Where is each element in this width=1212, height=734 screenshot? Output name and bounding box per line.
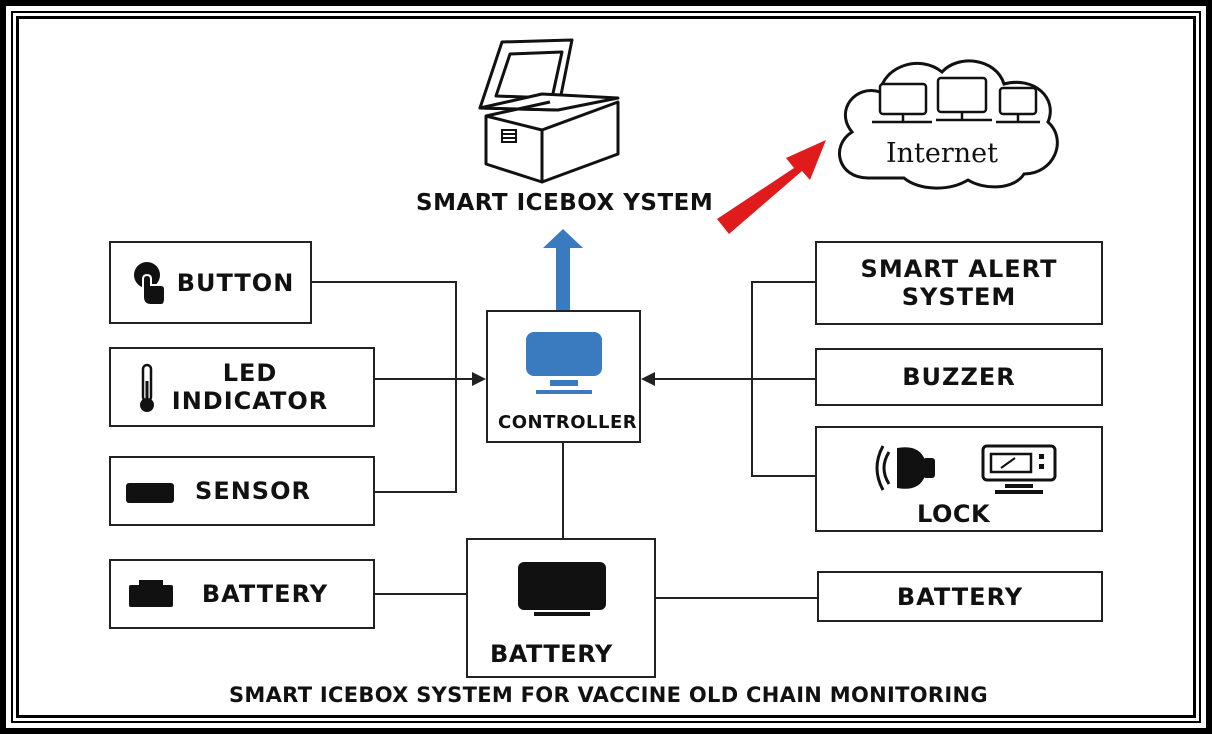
icebox-icon [478,38,620,184]
buzzer-label: BUZZER [902,363,1016,391]
button-icon [134,262,166,306]
led-arrowhead [472,372,486,386]
smart-alert-box: SMART ALERT SYSTEM [815,241,1103,325]
controller-label: CONTROLLER [498,412,638,433]
button-connector [312,281,457,493]
alert-label-line2: SYSTEM [901,283,1017,311]
buzzer-box: BUZZER [815,348,1103,406]
button-box: BUTTON [109,241,312,324]
thermometer-icon [140,363,154,412]
center-battery-icon [518,562,606,616]
sensor-label: SENSOR [195,477,311,505]
controller-box: CONTROLLER [486,310,641,443]
left-battery-box: BATTERY [109,559,375,629]
icebox-label: SMART ICEBOX YSTEM [416,190,714,216]
buzzer-arrowhead [641,372,655,386]
lock-display-icon [981,444,1057,494]
up-arrow-head [543,229,583,248]
led-label-line1: LED [222,359,278,387]
lock-label: LOCK [917,500,991,528]
internet-label: Internet [886,138,999,169]
sensor-box: SENSOR [109,456,375,526]
center-battery-box: BATTERY [466,538,656,678]
battery-icon [129,580,173,607]
button-label: BUTTON [176,268,295,297]
alarm-bell-icon [875,445,935,491]
right-battery-label: BATTERY [896,582,1024,611]
left-battery-label: BATTERY [201,580,329,608]
up-arrow-shaft [556,246,570,310]
sensor-icon [126,483,174,503]
alert-label-line1: SMART ALERT [860,255,1058,283]
led-label-line2: INDICATOR [171,387,329,415]
diagram-title: SMART ICEBOX SYSTEM FOR VACCINE OLD CHAI… [229,683,988,707]
frame-line [11,11,1201,723]
internet-arrow [717,140,826,234]
internet-cloud-icon [837,59,1059,190]
right-battery-box: BATTERY [817,571,1103,622]
led-indicator-box: LED INDICATOR [109,347,375,427]
lock-box: LOCK [815,426,1103,532]
center-battery-label: BATTERY [490,640,613,668]
controller-monitor-icon [526,332,602,394]
